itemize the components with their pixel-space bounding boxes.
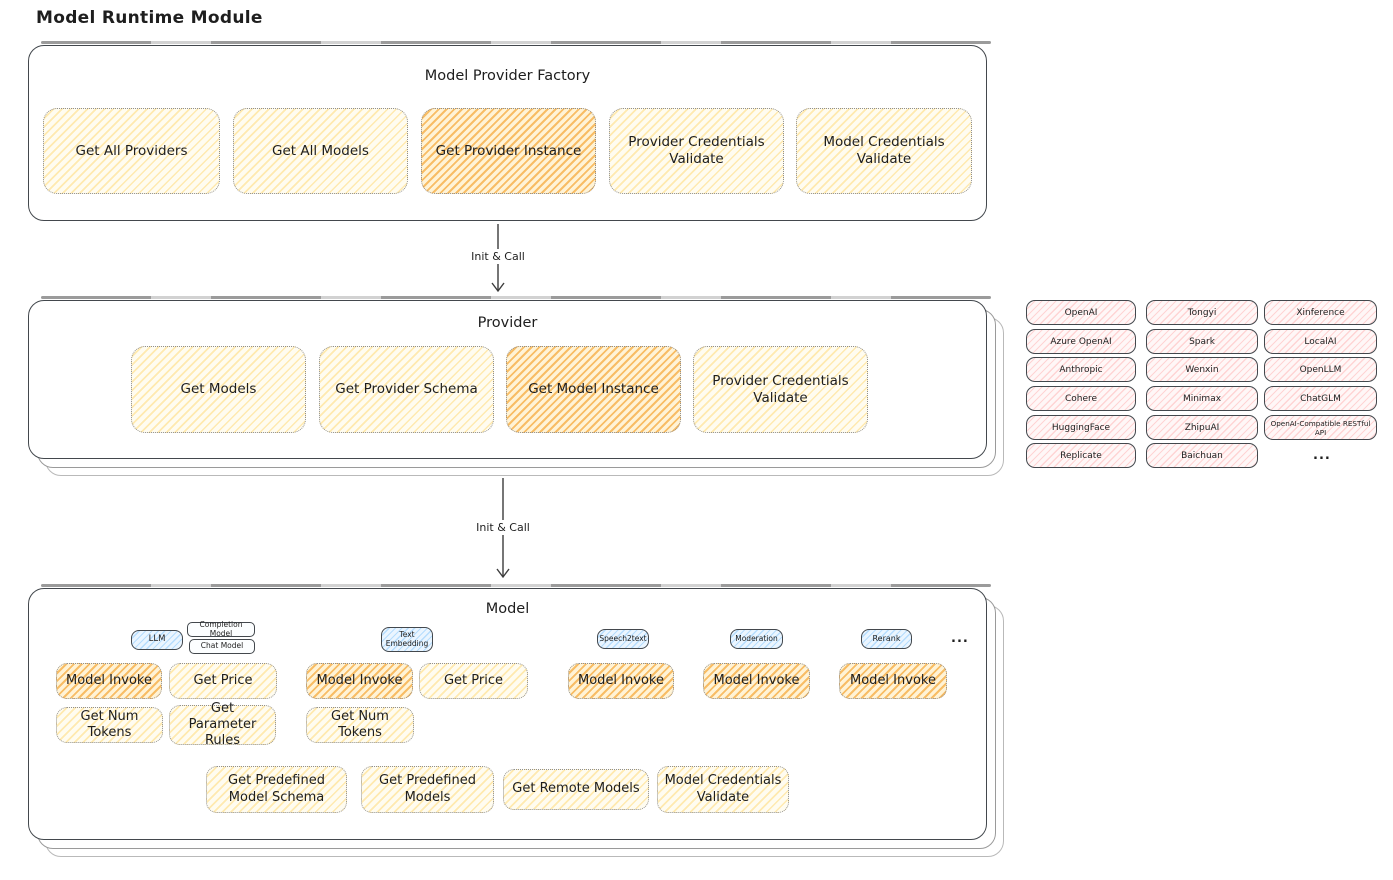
providers-more-ellipsis: ...	[1313, 448, 1331, 463]
embedding-model-invoke-button: Model Invoke	[306, 663, 413, 699]
tag-text-embedding: Text Embedding	[381, 627, 433, 652]
provider-chip-openai-compatible: OpenAI-Compatible RESTful API	[1264, 415, 1377, 440]
init-call-label-2: Init & Call	[471, 520, 535, 535]
model-title: Model	[485, 601, 530, 617]
provider-chip-baichuan: Baichuan	[1146, 443, 1258, 468]
provider-chip-localai: LocalAI	[1264, 329, 1377, 354]
get-all-models-button: Get All Models	[233, 108, 408, 194]
get-provider-instance-button: Get Provider Instance	[421, 108, 596, 194]
tag-moderation: Moderation	[730, 629, 783, 649]
provider-chip-chatglm: ChatGLM	[1264, 386, 1377, 411]
llm-get-parameter-rules-button: Get Parameter Rules	[169, 701, 276, 748]
provider-credentials-validate-button-2: Provider Credentials Validate	[693, 346, 868, 433]
get-models-button: Get Models	[131, 346, 306, 433]
provider-chip-tongyi: Tongyi	[1146, 300, 1258, 325]
provider-chip-xinference: Xinference	[1264, 300, 1377, 325]
provider-chip-azure-openai: Azure OpenAI	[1026, 329, 1136, 354]
tags-more-ellipsis: ...	[951, 631, 969, 646]
page-title: Model Runtime Module	[36, 8, 263, 28]
tag-rerank: Rerank	[861, 629, 912, 649]
llm-model-invoke-button: Model Invoke	[56, 663, 162, 699]
tag-llm: LLM	[131, 630, 183, 650]
provider-chip-anthropic: Anthropic	[1026, 357, 1136, 382]
get-model-instance-button: Get Model Instance	[506, 346, 681, 433]
provider-chip-spark: Spark	[1146, 329, 1258, 354]
get-remote-models-button: Get Remote Models	[503, 769, 649, 810]
llm-get-price-button: Get Price	[169, 663, 277, 699]
model-credentials-validate-button: Model Credentials Validate	[796, 108, 972, 194]
provider-chip-openllm: OpenLLM	[1264, 357, 1377, 382]
llm-get-num-tokens-button: Get Num Tokens	[56, 707, 163, 743]
get-all-providers-button: Get All Providers	[43, 108, 220, 194]
provider-title: Provider	[477, 315, 538, 331]
provider-chip-wenxin: Wenxin	[1146, 357, 1258, 382]
model-credentials-validate-button-2: Model Credentials Validate	[657, 766, 789, 813]
factory-title: Model Provider Factory	[424, 68, 591, 84]
provider-chip-minimax: Minimax	[1146, 386, 1258, 411]
get-predefined-models-button: Get Predefined Models	[361, 766, 494, 813]
tag-completion-model: Completion Model	[187, 620, 255, 637]
provider-chip-openai: OpenAI	[1026, 300, 1136, 325]
provider-credentials-validate-button: Provider Credentials Validate	[609, 108, 784, 194]
provider-chip-replicate: Replicate	[1026, 443, 1136, 468]
embedding-get-num-tokens-button: Get Num Tokens	[306, 707, 414, 743]
provider-chip-cohere: Cohere	[1026, 386, 1136, 411]
speech2text-model-invoke-button: Model Invoke	[568, 663, 674, 699]
tag-chat-model: Chat Model	[189, 639, 255, 654]
model-provider-factory-box: Model Provider Factory Get All Providers…	[28, 41, 991, 221]
embedding-get-price-button: Get Price	[419, 663, 528, 699]
provider-chip-zhipuai: ZhipuAI	[1146, 415, 1258, 440]
get-predefined-model-schema-button: Get Predefined Model Schema	[206, 766, 347, 813]
init-call-label-1: Init & Call	[466, 249, 530, 264]
model-box: Model LLM Completion Model Chat Model Te…	[28, 584, 991, 840]
provider-chip-huggingface: HuggingFace	[1026, 415, 1136, 440]
provider-box: Provider Get Models Get Provider Schema …	[28, 296, 991, 459]
tag-speech2text: Speech2text	[597, 629, 649, 649]
rerank-model-invoke-button: Model Invoke	[839, 663, 947, 699]
get-provider-schema-button: Get Provider Schema	[319, 346, 494, 433]
moderation-model-invoke-button: Model Invoke	[703, 663, 810, 699]
